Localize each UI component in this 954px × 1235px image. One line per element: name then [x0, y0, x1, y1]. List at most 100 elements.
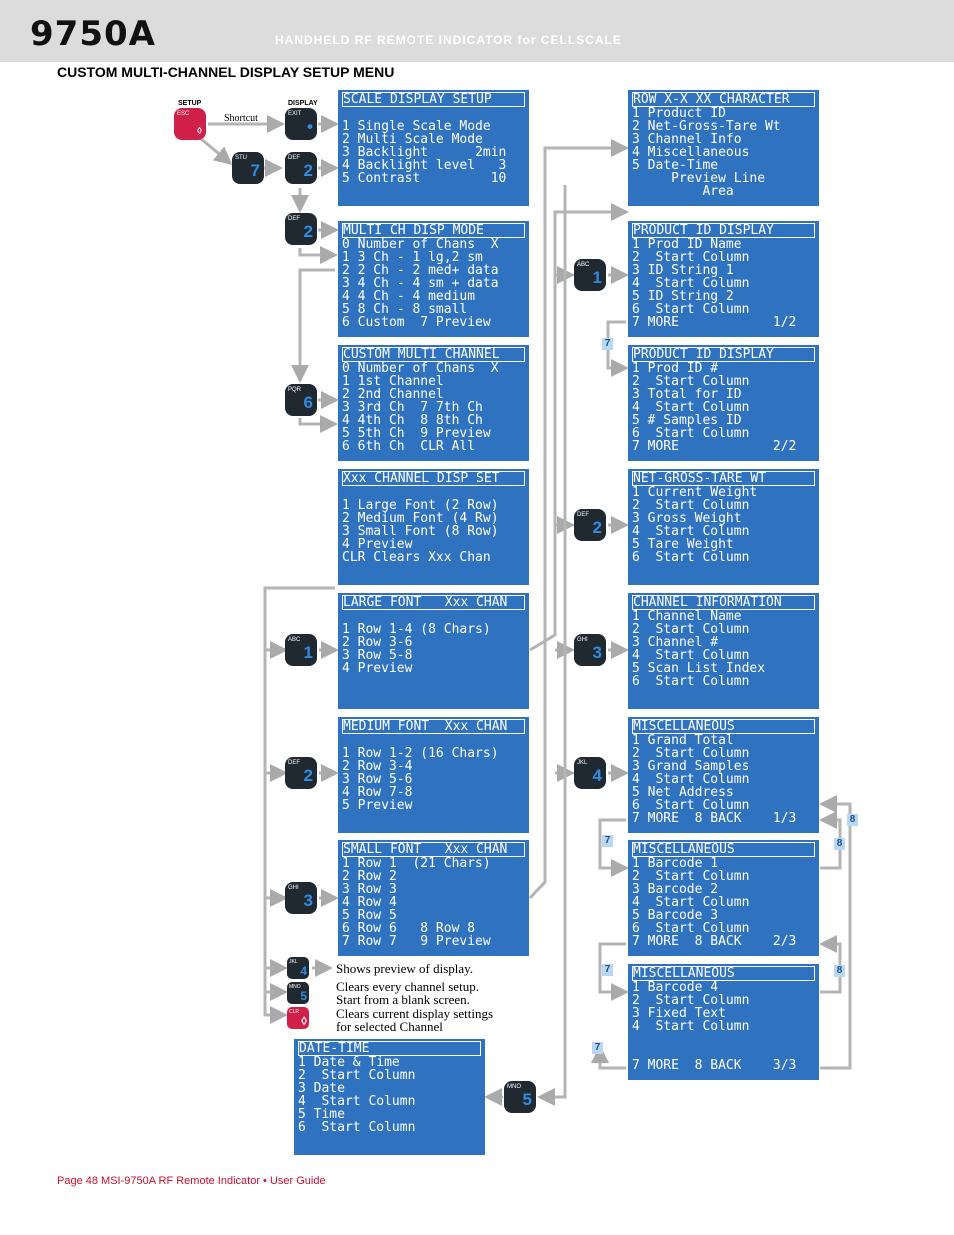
screen-title: PRODUCT ID DISPLAY [632, 347, 815, 362]
menu-line: 6 Start Column [298, 1120, 416, 1135]
menu-line: 1 Prod ID Name [632, 237, 742, 252]
menu-line: 1 Prod ID # [632, 361, 719, 376]
menu-line: 5 ID String 2 [632, 289, 734, 304]
key-digit: 5 [522, 1090, 532, 1109]
menu-line: 5 Net Address [632, 785, 734, 800]
menu-line: 7 MORE 8 BACK 3/3 [632, 1058, 797, 1073]
key-digit: 4 [300, 964, 307, 978]
menu-line: 3 Row 5-6 [342, 772, 413, 787]
model-name: 9750A [30, 14, 156, 54]
menu-line: 4 Start Column [298, 1094, 416, 1109]
def2-key-top[interactable]: DEF 2 [285, 152, 317, 184]
abc1-key-left[interactable]: ABC 1 [285, 634, 317, 666]
menu-line: 3 3rd Ch 7 7th Ch [342, 400, 483, 415]
menu-line: 1 Date & Time [298, 1055, 400, 1070]
display-label: DISPLAY [288, 100, 318, 107]
key-digit: 1 [592, 268, 602, 287]
menu-line: 6 Start Column [632, 550, 750, 565]
menu-line: 4 Start Column [632, 400, 750, 415]
key-legend: GHI [577, 637, 588, 643]
menu-line: 2 Start Column [632, 250, 750, 265]
screen-large-font: LARGE FONT Xxx CHAN 1 Row 1-4 (8 Chars)2… [338, 593, 529, 709]
menu-line: 3 Date [298, 1081, 345, 1096]
menu-line: 1 Barcode 4 [632, 980, 719, 995]
key-legend: STU [235, 155, 247, 161]
menu-line: 5 Contrast 10 [342, 171, 507, 186]
menu-line: 3 Total for ID [632, 387, 742, 402]
menu-line: 6 Row 6 8 Row 8 [342, 921, 476, 936]
clear-all-note: Clears every channel setup. Start from a… [336, 979, 479, 1007]
menu-line: 6 6th Ch CLR All [342, 439, 476, 454]
menu-line: 2 Row 2 [342, 869, 397, 884]
menu-line: 2 Start Column [632, 374, 750, 389]
screen-medium-font: MEDIUM FONT Xxx CHAN 1 Row 1-2 (16 Chars… [338, 717, 529, 833]
menu-line: 3 Row 3 [342, 882, 397, 897]
def2-key-mode[interactable]: DEF 2 [285, 213, 317, 245]
menu-line: CLR Clears Xxx Chan [342, 550, 491, 565]
key-digit: 6 [303, 393, 313, 412]
clear-current-note: Clears current display settings for sele… [336, 1006, 494, 1034]
menu-line: 6 Start Column [632, 798, 750, 813]
jkl4-key-right[interactable]: JKL 4 [574, 757, 606, 789]
screen-title: SCALE DISPLAY SETUP [342, 92, 525, 107]
key-legend: DEF [288, 216, 300, 222]
menu-line: 2 Medium Font (4 Rw) [342, 511, 499, 526]
menu-line: 6 Start Column [632, 921, 750, 936]
esc-setup-key[interactable]: ESC ◊ [174, 108, 206, 140]
mno5-key-datetime[interactable]: MNO 5 [504, 1081, 536, 1113]
def2-key-right[interactable]: DEF 2 [574, 509, 606, 541]
screen-title: NET-GROSS-TARE WT [632, 471, 815, 486]
screen-title: SMALL FONT Xxx CHAN [342, 842, 525, 857]
setup-label: SETUP [178, 100, 202, 107]
menu-line: 3 Backlight 2min [342, 145, 507, 160]
key-legend: ESC [177, 111, 190, 117]
menu-line: 5 Date-Time [632, 158, 719, 173]
menu-line: 4 Start Column [632, 524, 750, 539]
menu-line: 3 4 Ch - 4 sm + data [342, 276, 499, 291]
menu-line: 1 Row 1-4 (8 Chars) [342, 622, 491, 637]
menu-line: 6 Custom 7 Preview [342, 315, 491, 330]
abc1-key-right[interactable]: ABC 1 [574, 259, 606, 291]
key-legend: GHI [288, 885, 299, 891]
key-legend: JKL [289, 959, 298, 965]
def2-key-left[interactable]: DEF 2 [285, 757, 317, 789]
stu7-key[interactable]: STU 7 [232, 152, 264, 184]
screen-title: PRODUCT ID DISPLAY [632, 223, 815, 238]
menu-line: 4 Row 4 [342, 895, 397, 910]
menu-line: 2 Multi Scale Mode [342, 132, 483, 147]
menu-line: 6 Start Column [632, 674, 750, 689]
menu-line: 3 Channel Info [632, 132, 742, 147]
menu-line: 4 Start Column [632, 772, 750, 787]
key-legend: MNO [289, 984, 301, 990]
menu-line: 2 Start Column [298, 1068, 416, 1083]
menu-line: 2 Start Column [632, 622, 750, 637]
mno5-key-left[interactable]: MNO 5 [287, 982, 309, 1004]
ghi3-key-right[interactable]: GHI 3 [574, 634, 606, 666]
badge-7: 7 [602, 835, 613, 847]
screen-title: LARGE FONT Xxx CHAN [342, 595, 525, 610]
menu-line [632, 1033, 815, 1046]
exit-display-key[interactable]: EXIT • [285, 108, 317, 140]
menu-line: 3 Grand Samples [632, 759, 750, 774]
dot-icon: • [307, 117, 313, 136]
menu-line: 1 Channel Name [632, 609, 742, 624]
menu-line: 3 Channel # [632, 635, 719, 650]
key-digit: 5 [300, 989, 307, 1003]
ghi3-key-left[interactable]: GHI 3 [285, 882, 317, 914]
menu-line: 4 Preview [342, 537, 413, 552]
key-legend: PQR [288, 387, 302, 393]
key-legend: JKL [577, 760, 588, 766]
menu-line: 5 Preview [342, 798, 413, 813]
jkl4-key-left[interactable]: JKL 4 [287, 957, 309, 979]
screen-title: DATE-TIME [298, 1041, 481, 1056]
pqr6-key[interactable]: PQR 6 [285, 384, 317, 416]
clr-key[interactable]: CLR ◊ [287, 1007, 309, 1029]
menu-line: 1 1st Channel [342, 374, 444, 389]
key-legend: DEF [288, 155, 300, 161]
menu-line: 1 Large Font (2 Row) [342, 498, 499, 513]
